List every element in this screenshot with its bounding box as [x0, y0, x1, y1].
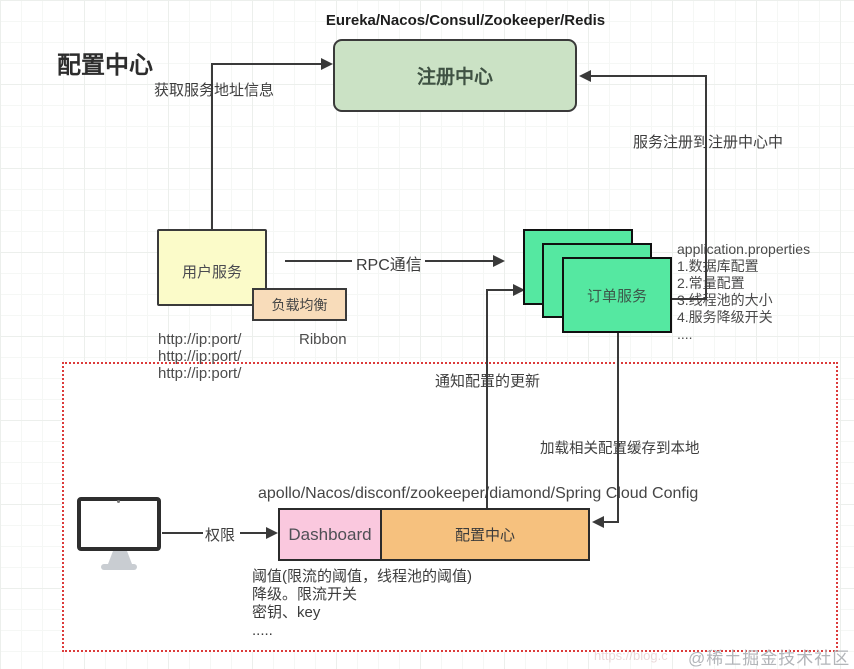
app-properties-ellipsis: .... — [677, 326, 693, 342]
config-item-2: 降级。限流开关 — [252, 586, 358, 603]
config-tools-label: apollo/Nacos/disconf/zookeeper/diamond/S… — [258, 485, 699, 502]
monitor-stand — [108, 551, 132, 564]
app-properties-item-1: 1.数据库配置 — [677, 258, 759, 274]
dashboard-label: Dashboard — [288, 524, 372, 544]
edge-get-addr-hline — [211, 63, 322, 65]
edge-loadcache-vline — [617, 333, 619, 523]
http-endpoints-list: http://ip:port/ http://ip:port/ http://i… — [158, 331, 241, 382]
load-balancer-label: 负载均衡 — [271, 296, 328, 313]
config-item-ellipsis: ..... — [252, 622, 273, 639]
edge-permission-line-left — [162, 532, 203, 534]
dashboard-node: Dashboard — [278, 508, 382, 561]
edge-register-vline — [705, 75, 707, 300]
user-service-node: 用户服务 — [157, 229, 267, 306]
edge-register-hline1 — [672, 298, 707, 300]
arrowhead-into-registry-right — [579, 70, 591, 82]
edge-notify-hline — [486, 289, 514, 291]
config-center-label: 配置中心 — [454, 527, 515, 544]
monitor-camera-dot — [117, 500, 120, 503]
arrowhead-into-config-center — [592, 516, 604, 528]
edge-permission-line-right — [240, 532, 266, 534]
user-service-label: 用户服务 — [181, 264, 242, 281]
order-service-label: 订单服务 — [586, 287, 647, 305]
app-properties-item-4: 4.服务降级开关 — [677, 309, 773, 325]
config-center-node: 配置中心 — [380, 508, 590, 561]
registry-center-label: 注册中心 — [416, 67, 493, 88]
edge-rpc-line-left — [285, 260, 352, 262]
app-properties-item-2: 2.常量配置 — [677, 275, 745, 291]
edge-permission-label: 权限 — [205, 527, 236, 544]
page-heading: 配置中心 — [57, 52, 153, 79]
arrowhead-notify-into-order — [513, 284, 525, 296]
app-properties-title: application.properties — [677, 241, 811, 257]
app-properties-item-3: 3.线程池的大小 — [677, 292, 773, 308]
arrowhead-into-order-service — [493, 255, 505, 267]
http-endpoint-1: http://ip:port/ — [158, 331, 242, 348]
ribbon-label: Ribbon — [299, 331, 347, 348]
order-service-node: 订单服务 — [562, 257, 672, 333]
watermark: @稀土掘金技术社区 — [688, 649, 851, 668]
arrowhead-into-registry-left — [321, 58, 333, 70]
edge-register-hline2 — [590, 75, 707, 77]
arrowhead-into-dashboard — [266, 527, 278, 539]
config-zone-boundary — [62, 362, 838, 652]
registry-center-node: 注册中心 — [333, 39, 577, 112]
edge-rpc-line-right — [425, 260, 493, 262]
edge-get-addr-vline — [211, 63, 213, 230]
watermark-url-faint: https://blog.c — [594, 648, 668, 663]
edge-loadcache-label: 加载相关配置缓存到本地 — [540, 441, 700, 457]
diagram-title: Eureka/Nacos/Consul/Zookeeper/Redis — [325, 12, 606, 29]
monitor-icon — [77, 497, 161, 551]
edge-get-addr-label: 获取服务地址信息 — [154, 82, 275, 99]
edge-notify-vline — [486, 289, 488, 508]
app-properties-block: application.properties 1.数据库配置 2.常量配置 3.… — [677, 241, 810, 343]
load-balancer-node: 负载均衡 — [252, 288, 347, 321]
http-endpoint-2: http://ip:port/ — [158, 348, 242, 365]
edge-rpc-label: RPC通信 — [356, 257, 422, 274]
monitor-base — [101, 564, 137, 570]
edge-register-label: 服务注册到注册中心中 — [633, 134, 784, 151]
config-item-1: 阈值(限流的阈值，线程池的阈值) — [252, 568, 472, 585]
http-endpoint-3: http://ip:port/ — [158, 365, 242, 382]
config-item-3: 密钥、key — [252, 604, 321, 621]
edge-loadcache-hline — [604, 521, 618, 523]
config-items-block: 阈值(限流的阈值，线程池的阈值) 降级。限流开关 密钥、key ..... — [252, 568, 472, 640]
